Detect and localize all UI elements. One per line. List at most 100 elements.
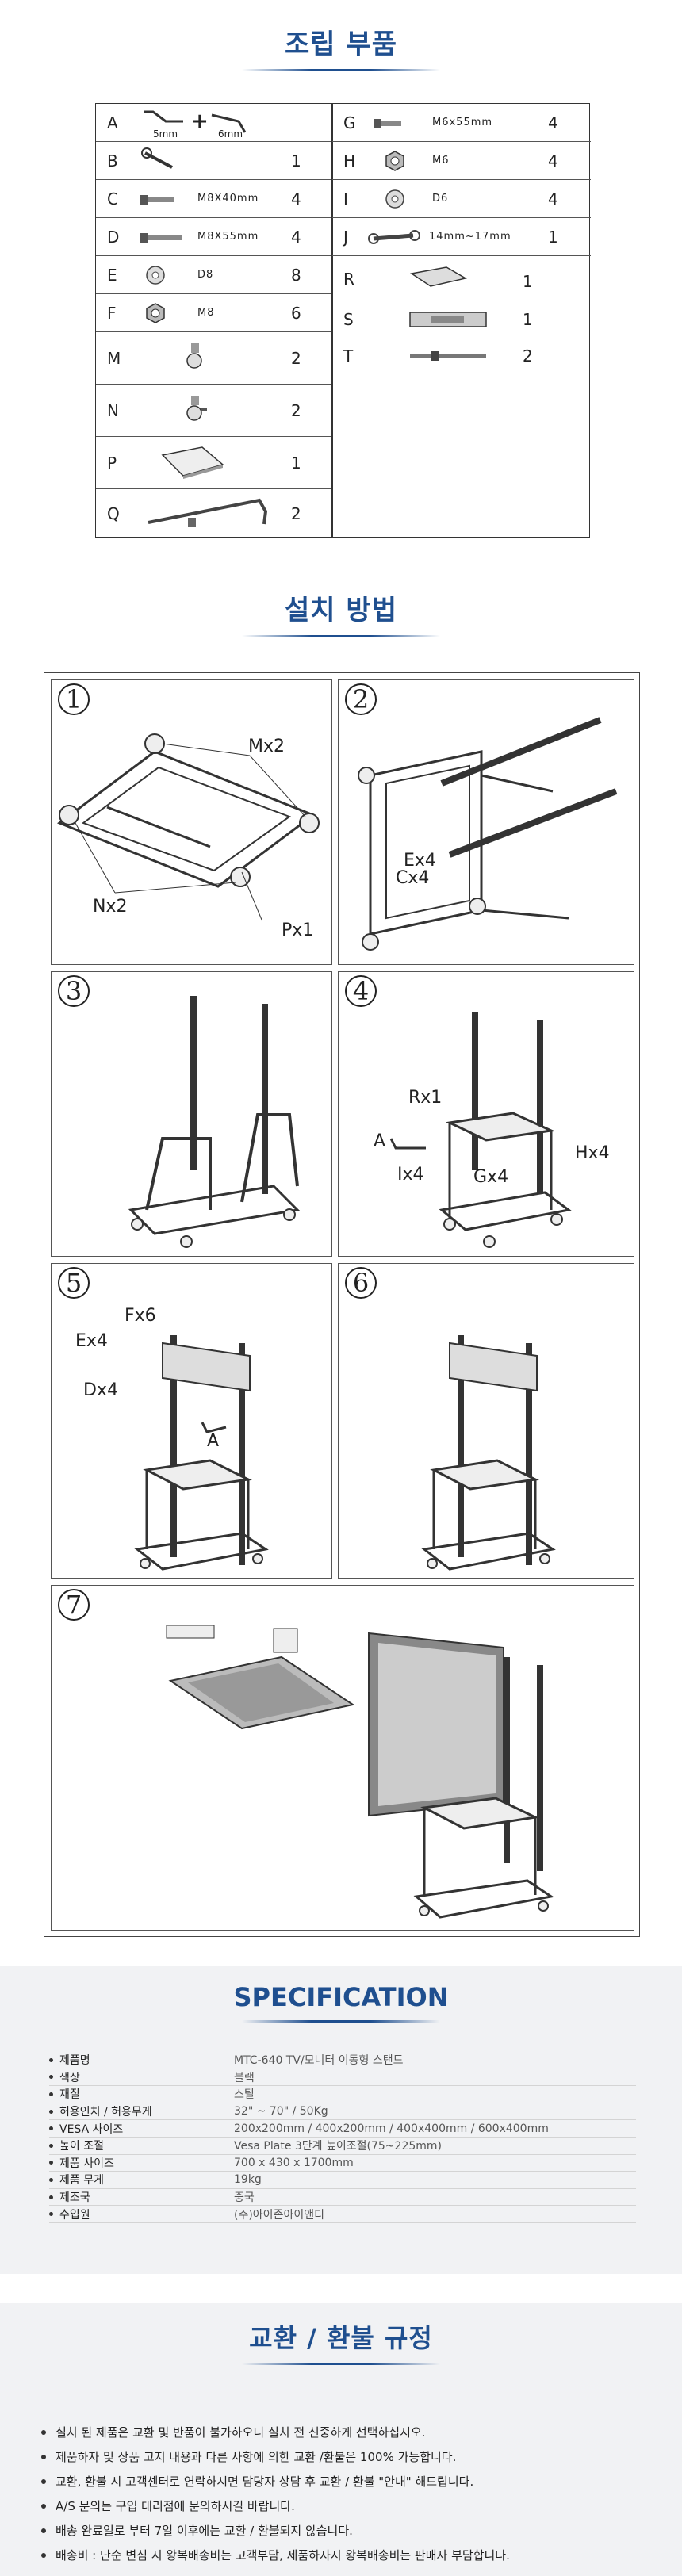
bullet-icon <box>49 2161 53 2165</box>
bullet-icon <box>49 2212 53 2217</box>
step-number: 2 <box>345 683 377 715</box>
spec-row: 제품명 MTC-640 TV/모니터 이동형 스탠드 <box>49 2052 636 2069</box>
part-row-b: B 1 <box>96 142 331 180</box>
spec-title: SPECIFICATION <box>233 1982 449 2012</box>
rail-icon <box>410 351 486 361</box>
step-label: Gx4 <box>473 1167 508 1187</box>
heading-underline <box>242 2363 440 2365</box>
spec-value: 700 x 430 x 1700mm <box>234 2156 354 2169</box>
part-qty: 1 <box>291 151 301 170</box>
part-letter: E <box>107 265 117 285</box>
policy-item: 설치 된 제품은 교환 및 반품이 불가하오니 설치 전 신중하게 선택하십시오… <box>41 2420 660 2444</box>
policy-text: A/S 문의는 구입 대리점에 문의하시길 바랍니다. <box>56 2499 295 2513</box>
install-step-7: 7 <box>51 1585 634 1931</box>
spec-value: MTC-640 TV/모니터 이동형 스탠드 <box>234 2054 404 2068</box>
spec-key: 수입원 <box>59 2208 90 2222</box>
part-row-j: J 14mm~17mm 1 <box>332 218 591 256</box>
bullet-icon <box>49 2177 53 2182</box>
bullet-icon <box>49 2126 53 2131</box>
bolt-icon <box>140 233 182 243</box>
bullet-icon <box>49 2092 53 2096</box>
spec-key: 제품명 <box>59 2054 90 2068</box>
heading-underline <box>242 635 440 637</box>
part-qty: 2 <box>523 346 533 366</box>
spec-value: 19kg <box>234 2173 262 2187</box>
return-policy-section <box>0 2303 682 2576</box>
spec-row: 허용인치 / 허용무게 32" ~ 70" / 50Kg <box>49 2103 636 2121</box>
step-label: Fx6 <box>125 1306 156 1326</box>
part-row-d: D M8X55mm 4 <box>96 218 331 256</box>
spec-value: 스틸 <box>234 2088 255 2102</box>
bullet-icon <box>49 2195 53 2199</box>
step-label: Mx2 <box>248 737 285 756</box>
policy-item: 제품하자 및 상품 고지 내용과 다른 사항에 의한 교환 /환불은 100% … <box>41 2444 660 2469</box>
step-1-illustration: Mx2 Nx2 Px1 <box>56 733 320 940</box>
washer-icon <box>385 189 404 209</box>
install-steps: 1 Mx2 Nx2 Px1 2 <box>44 672 640 1937</box>
part-row-r: R 1 <box>332 256 591 339</box>
spec-value: 32" ~ 70" / 50Kg <box>234 2105 328 2119</box>
part-row-q: Q 2 <box>96 489 331 538</box>
part-letter: P <box>107 453 117 473</box>
part-letter: Q <box>107 504 120 523</box>
bullet-icon <box>41 2478 46 2484</box>
spec-key: 재질 <box>59 2088 80 2102</box>
spec-value: Vesa Plate 3단계 높이조절(75~225mm) <box>234 2140 442 2153</box>
bullet-icon <box>41 2503 46 2509</box>
policy-item: 교환, 환불 시 고객센터로 연락하시면 담당자 상담 후 교환 / 환불 "안… <box>41 2469 660 2494</box>
part-qty: 6 <box>291 303 301 323</box>
spanner-icon <box>141 147 173 169</box>
install-step-6: 6 <box>338 1263 634 1579</box>
step-5-illustration: Fx6 Ex4 Dx4 A <box>75 1306 269 1571</box>
part-letter: M <box>107 348 121 368</box>
step-label: A <box>374 1131 385 1151</box>
spec-value: (주)아이존아이앤디 <box>234 2208 324 2222</box>
step-label: A <box>207 1431 219 1451</box>
policy-text: 교환, 환불 시 고객센터로 연락하시면 담당자 상담 후 교환 / 환불 "안… <box>56 2475 474 2489</box>
part-letter: B <box>107 151 118 170</box>
spec-section-heading: SPECIFICATION <box>0 1982 682 2023</box>
part-qty: 1 <box>548 227 558 247</box>
step-label: Ex4 <box>404 851 436 871</box>
step-number: 1 <box>58 683 90 715</box>
part-size: M8X40mm <box>197 193 259 205</box>
part-qty: 4 <box>291 227 301 247</box>
part-letter: T <box>343 346 354 366</box>
part-row-p: P 1 <box>96 437 331 489</box>
step-label: Nx2 <box>93 897 127 917</box>
part-letter: J <box>343 227 348 247</box>
spec-row: 수입원 (주)아이존아이앤디 <box>49 2206 636 2223</box>
part-size: M8X55mm <box>197 231 259 243</box>
step-label: Dx4 <box>83 1380 118 1400</box>
step-label: Ix4 <box>397 1165 424 1185</box>
step-6-illustration <box>421 1335 556 1571</box>
step-number: 4 <box>345 975 377 1007</box>
spec-value: 블랙 <box>234 2071 255 2084</box>
part-qty: 4 <box>548 189 558 209</box>
part-qty: 1 <box>523 272 533 291</box>
spec-key: 제품 사이즈 <box>59 2157 114 2170</box>
step-label: Px1 <box>282 921 313 940</box>
bullet-icon <box>49 2143 53 2148</box>
spec-key: VESA 사이즈 <box>59 2122 124 2136</box>
spec-key: 허용인치 / 허용무게 <box>59 2106 152 2119</box>
install-title: 설치 방법 <box>285 595 397 626</box>
mount-plate-icon <box>409 312 487 327</box>
step-label: Rx1 <box>408 1088 442 1108</box>
part-row-c: C M8X40mm 4 <box>96 180 331 218</box>
part-qty: 4 <box>548 113 558 132</box>
spec-value: 200x200mm / 400x200mm / 400x400mm / 600x… <box>234 2122 549 2135</box>
part-size: 14mm~17mm <box>429 231 512 243</box>
install-step-1: 1 Mx2 Nx2 Px1 <box>51 679 332 965</box>
part-qty: 1 <box>523 310 533 329</box>
install-step-2: 2 Ex4 Cx4 <box>338 679 634 965</box>
part-row-e: E D8 8 <box>96 256 331 294</box>
policy-item: 배송비 : 단순 변심 시 왕복배송비는 고객부담, 제품하자시 왕복배송비는 … <box>41 2543 660 2567</box>
parts-section-heading: 조립 부품 <box>0 22 682 71</box>
part-letter: D <box>107 227 120 247</box>
part-qty: 2 <box>291 504 301 523</box>
